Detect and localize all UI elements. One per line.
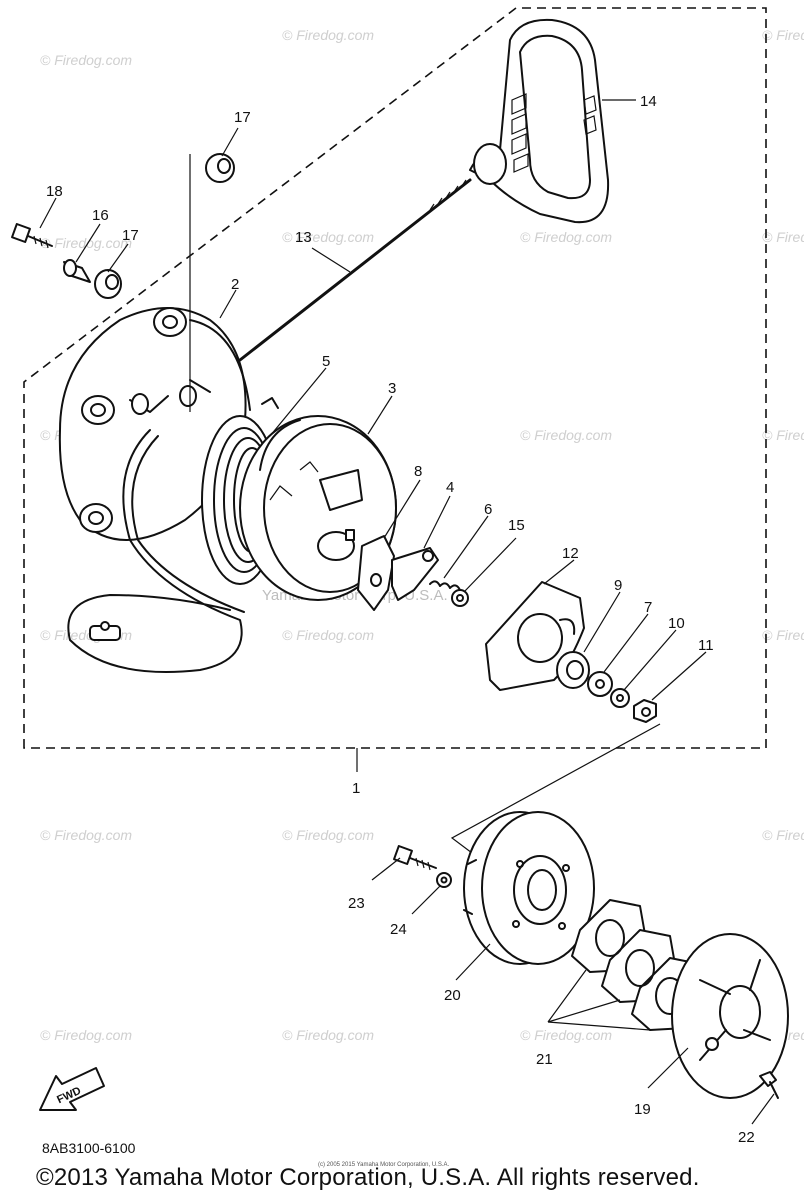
drive-pulley-20 (463, 811, 595, 965)
leader-assembly-to-pulley (450, 723, 661, 857)
callout-6: 6 (484, 501, 492, 518)
callout-5: 5 (322, 353, 330, 370)
watermark: © Firedog.com (762, 827, 804, 843)
washer-15 (451, 589, 469, 607)
leaders (39, 99, 775, 1125)
watermark: © Firedog.com (40, 1027, 132, 1043)
callout-9: 9 (614, 577, 622, 594)
callout-10: 10 (668, 615, 685, 632)
callout-3: 3 (388, 380, 396, 397)
watermark: © Firedog.com (40, 52, 132, 68)
watermark: © Firedog.com (762, 229, 804, 245)
washer-24 (436, 872, 452, 888)
callout-18: 18 (46, 183, 63, 200)
callout-7: 7 (644, 599, 652, 616)
callout-23: 23 (348, 895, 365, 912)
screw-22 (759, 1071, 779, 1099)
watermark: © Firedog.com (282, 627, 374, 643)
copyright-notice: ©2013 Yamaha Motor Corporation, U.S.A. A… (36, 1164, 700, 1191)
starter-case (58, 307, 251, 541)
fwd-arrow-icon: FWD (39, 1067, 105, 1111)
assembly-boundary (23, 7, 767, 749)
callout-8: 8 (414, 463, 422, 480)
callout-14: 14 (640, 93, 657, 110)
bushing-17-lower (94, 269, 122, 299)
callout-17-lower: 17 (122, 227, 139, 244)
watermark: © Firedog.com (762, 427, 804, 443)
bolt-18 (11, 223, 53, 249)
callout-24: 24 (390, 921, 407, 938)
nut-11 (633, 699, 657, 723)
cover-19 (671, 933, 789, 1099)
fine-print: (c) 2005 2015 Yamaha Motor Corporation, … (318, 1162, 450, 1168)
ratchet-8 (357, 535, 395, 611)
pawl-4 (391, 547, 439, 601)
rope-texture (429, 179, 467, 211)
bushing-17-upper (205, 153, 235, 183)
watermark: © Firedog.com (520, 427, 612, 443)
callout-17-upper: 17 (234, 109, 251, 126)
cable-loop (67, 429, 243, 673)
callout-22: 22 (738, 1129, 755, 1146)
callout-1: 1 (352, 780, 360, 797)
callout-4: 4 (446, 479, 454, 496)
rope (238, 178, 472, 362)
callout-16: 16 (92, 207, 109, 224)
starter-handle (469, 18, 610, 224)
drawing-code: 8AB3100-6100 (42, 1140, 136, 1156)
callout-21: 21 (536, 1051, 553, 1068)
callout-12: 12 (562, 545, 579, 562)
callout-13: 13 (295, 229, 312, 246)
watermark: © Firedog.com (40, 827, 132, 843)
watermark: © Firedog.com (282, 229, 374, 245)
watermark: © Firedog.com (762, 27, 804, 43)
callout-15: 15 (508, 517, 525, 534)
collar-16 (63, 259, 91, 283)
callout-19: 19 (634, 1101, 651, 1118)
watermark: © Firedog.com (762, 627, 804, 643)
cable-loop-inner (131, 435, 245, 613)
watermark: © Firedog.com (282, 1027, 374, 1043)
sheave-drum (239, 415, 397, 601)
washer-7 (587, 671, 613, 697)
callout-11: 11 (698, 637, 714, 654)
spring-6 (429, 580, 461, 591)
watermark: © Firedog.com (520, 1027, 612, 1043)
callouts: 1 2 3 4 5 6 7 8 9 10 11 12 13 14 15 16 1… (46, 93, 755, 1146)
bolt-23 (393, 845, 437, 871)
watermark: © Firedog.com (40, 235, 132, 251)
washer-9 (556, 651, 590, 689)
watermark: © Firedog.com (282, 27, 374, 43)
watermark: © Firedog.com (282, 827, 374, 843)
spring-washer-10 (610, 688, 630, 708)
callout-20: 20 (444, 987, 461, 1004)
cable-connector (89, 621, 121, 641)
watermark: © Firedog.com (520, 229, 612, 245)
callout-2: 2 (231, 276, 239, 293)
